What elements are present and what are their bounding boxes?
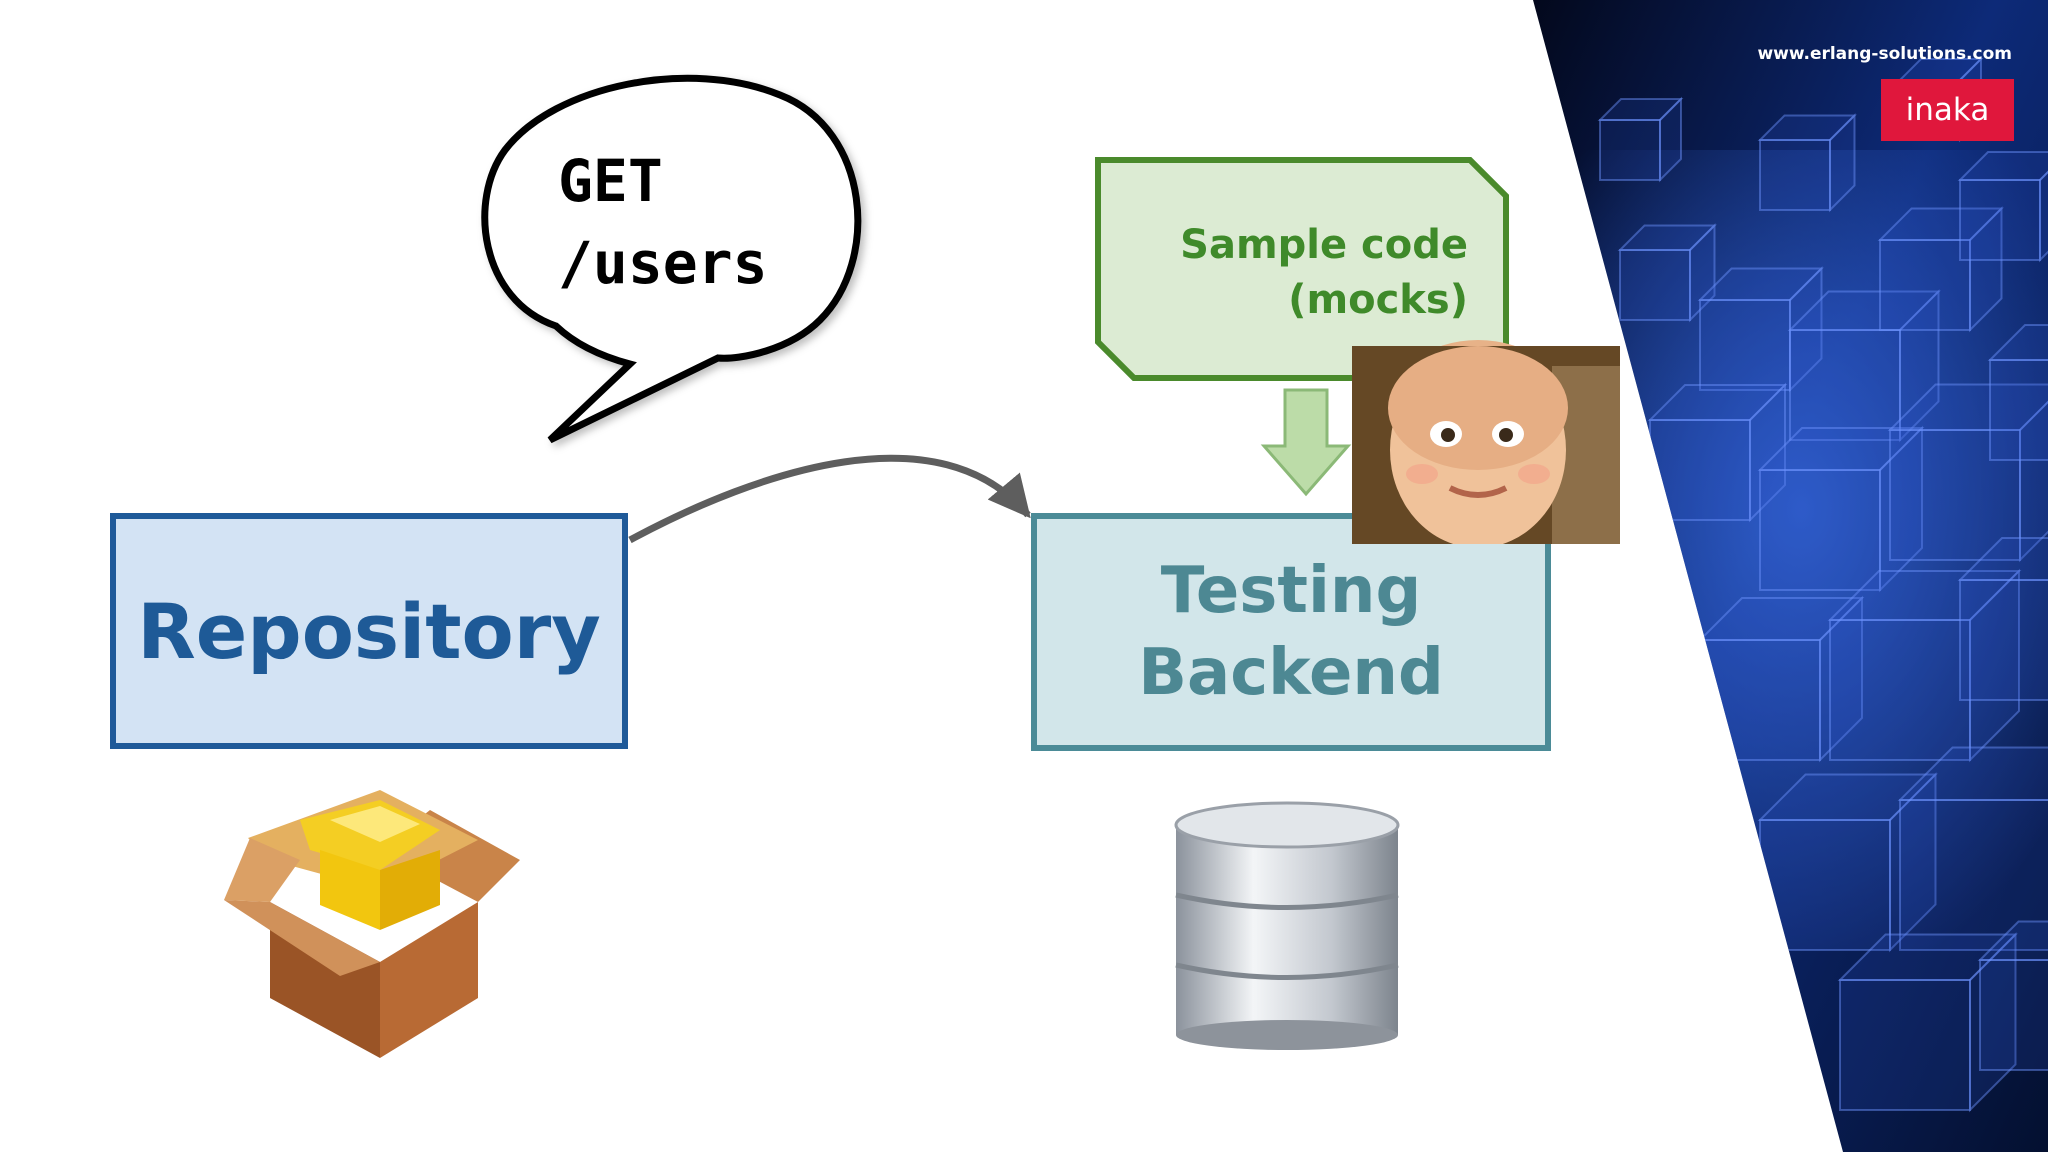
database-icon: [1174, 801, 1400, 1050]
sample-code-line-2: (mocks): [1288, 277, 1468, 323]
deco-cube: [1889, 429, 2021, 561]
deco-cube: [1879, 239, 1971, 331]
deco-cube-side: [1749, 382, 1786, 523]
testing-backend-line-1: Testing: [1160, 554, 1422, 628]
speech-line-2: /users: [558, 229, 768, 297]
repository-label: Repository: [137, 586, 601, 676]
deco-cube-side: [1819, 595, 1863, 763]
testing-backend-box: Testing Backend: [1031, 513, 1551, 751]
deco-cube-top: [1787, 290, 1941, 331]
deco-cube: [1989, 359, 2048, 461]
deco-cube: [1899, 799, 2048, 951]
deco-cube-side: [1969, 568, 2020, 763]
deco-cube-top: [1757, 427, 1925, 471]
deco-cube-side: [1879, 425, 1923, 593]
deco-cube-side: [1689, 223, 1716, 323]
deco-cube-side: [2019, 382, 2048, 563]
deco-cube-top: [1647, 384, 1788, 421]
connector-arrow: [628, 454, 1031, 544]
deco-cube-top: [1897, 746, 2048, 801]
deco-cube-top: [1977, 920, 2048, 961]
deco-cube-top: [1987, 324, 2048, 361]
sample-code-line-1: Sample code: [1180, 222, 1468, 268]
deco-cube-side: [2039, 149, 2048, 263]
deco-cube-top: [1887, 383, 2048, 431]
deco-cube-side: [1899, 289, 1940, 443]
deco-cube-side: [1969, 932, 2017, 1113]
speech-bubble-text: GET/users: [558, 140, 768, 304]
deco-cube: [1619, 249, 1691, 321]
deco-cube-top: [1597, 98, 1684, 121]
deco-cube-side: [1659, 96, 1682, 183]
deco-cube: [1759, 469, 1881, 591]
deco-cube: [1829, 619, 1971, 761]
deco-cube-side: [1889, 772, 1937, 953]
deco-cube-top: [1757, 114, 1857, 141]
deco-cube: [1759, 139, 1831, 211]
testing-backend-line-2: Backend: [1138, 636, 1444, 710]
site-url: www.erlang-solutions.com: [1757, 44, 2012, 64]
deco-cube-side: [1789, 266, 1823, 393]
deco-cube-top: [1957, 537, 2048, 581]
deco-cube-top: [1617, 224, 1717, 251]
deco-cube: [1979, 959, 2048, 1071]
deco-cube: [1959, 179, 2041, 261]
deco-cube-top: [1837, 933, 2018, 981]
baby-photo-overlay: [1352, 346, 1620, 544]
speech-line-1: GET: [558, 147, 663, 215]
repository-box: Repository: [110, 513, 628, 749]
deco-cube-top: [1827, 570, 2022, 621]
deco-cube-side: [1829, 113, 1856, 213]
deco-cube-top: [1757, 773, 1938, 821]
deco-cube: [1599, 119, 1661, 181]
package-box-icon: [224, 790, 520, 1058]
speech-bubble: [481, 74, 862, 444]
deco-cube: [1789, 329, 1901, 441]
sample-code-text: Sample code (mocks): [1120, 218, 1468, 328]
deco-cube-side: [1969, 206, 2003, 333]
deco-cube-top: [1697, 267, 1824, 301]
deco-cube-top: [1697, 597, 1865, 641]
deco-cube-top: [1957, 151, 2048, 181]
deco-cube: [1699, 299, 1791, 391]
deco-cube: [1959, 579, 2048, 701]
down-arrow-icon: [1260, 388, 1352, 497]
deco-cube: [1839, 979, 1971, 1111]
inaka-logo: inaka: [1881, 79, 2014, 141]
deco-cube-top: [1877, 207, 2004, 241]
